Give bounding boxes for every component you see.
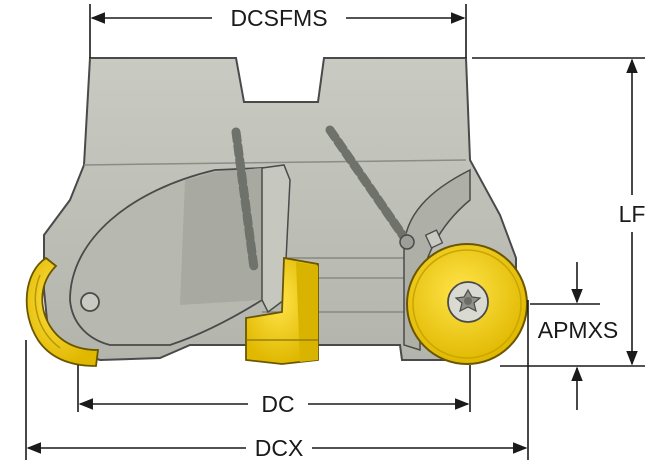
dimension-lines <box>25 4 645 460</box>
insert-right-rim <box>412 249 522 359</box>
insert-left <box>25 256 100 367</box>
inserts <box>25 243 528 367</box>
torx-screw-icon <box>447 281 489 323</box>
coolant-channel-right <box>325 125 411 245</box>
insert-seat <box>424 229 444 249</box>
label-dcsfms: DCSFMS <box>230 5 327 31</box>
label-apmxs: APMXS <box>538 317 619 343</box>
dimension-labels: DCSFMS LF APMXS DC DCX <box>230 5 645 460</box>
coolant-channels <box>231 125 415 273</box>
insert-left-inner-edge <box>34 274 61 349</box>
label-dc: DC <box>261 391 294 417</box>
label-lf: LF <box>619 201 646 227</box>
insert-center-shade <box>296 262 318 362</box>
coolant-channel-left <box>231 127 259 273</box>
coolant-hole-icon <box>399 234 415 250</box>
label-dcx: DCX <box>255 435 304 460</box>
body-shoulder-line <box>83 159 467 166</box>
pin-hole-icon <box>80 292 100 312</box>
